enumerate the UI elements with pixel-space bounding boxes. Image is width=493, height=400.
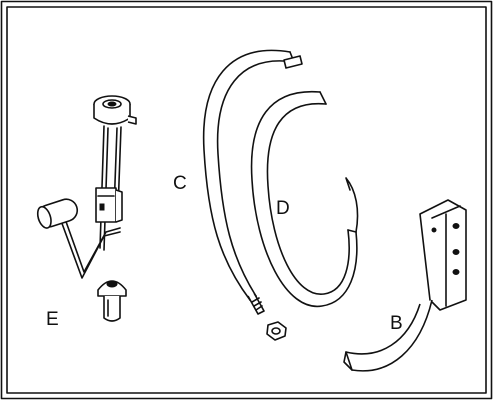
- part-c-tank-strap: [202, 49, 303, 341]
- part-label-b: B: [390, 313, 403, 334]
- part-label-c: C: [173, 173, 187, 194]
- part-e-sending-unit: [36, 95, 137, 322]
- part-b-mounting-bracket: [343, 199, 467, 372]
- part-label-e: E: [46, 309, 59, 330]
- part-label-d: D: [276, 198, 290, 219]
- part-d-tank-strap: [250, 90, 359, 308]
